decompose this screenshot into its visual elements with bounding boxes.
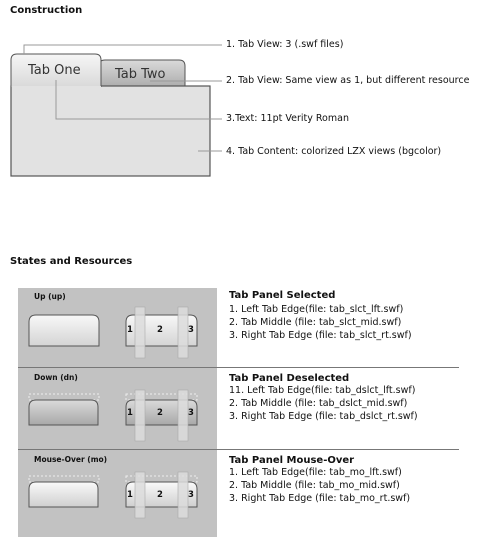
down-segment-bar-left: [134, 389, 146, 442]
leader-line-3: [55, 80, 222, 120]
panel-deselected-item-1: 11. Left Tab Edge(file: tab_dslct_lft.sw…: [229, 385, 416, 396]
panel-deselected-item-2: 2. Tab Middle (file: tab_dslct_mid.swf): [229, 398, 408, 409]
up-segment-bar-left: [134, 306, 146, 359]
segment-number-1: 1: [127, 490, 133, 500]
construction-note-1: 1. Tab View: 3 (.swf files): [226, 39, 344, 50]
tab-content-panel: [10, 85, 211, 177]
tab-construction-diagram: [10, 44, 222, 177]
construction-heading: Construction: [10, 5, 83, 16]
panel-selected-item-2: 2. Tab Middle (file: tab_slct_mid.swf): [229, 317, 402, 328]
segment-number-2: 2: [157, 408, 163, 418]
up-tab-left-shape: [28, 314, 100, 347]
mouseover-tab-left-shape: [28, 481, 99, 508]
leader-line-1: [23, 44, 222, 54]
panel-selected-title: Tab Panel Selected: [229, 290, 336, 301]
panel-mouseover-item-2: 2. Tab Middle (file: tab_mo_mid.swf): [229, 480, 400, 491]
separator-1: [18, 367, 459, 368]
panel-mouseover-title: Tab Panel Mouse-Over: [229, 455, 355, 466]
tab-one-label: Tab One: [28, 63, 81, 78]
segment-number-1: 1: [127, 408, 133, 418]
segment-number-1: 1: [127, 325, 133, 335]
mouseover-segment-bar-right: [177, 471, 189, 519]
tab-one-shape: [10, 53, 102, 87]
states-heading: States and Resources: [10, 256, 133, 267]
state-label-down: Down (dn): [34, 373, 78, 382]
down-tab-left-shape: [28, 399, 99, 426]
panel-mouseover-description: Tab Panel Mouse-Over 1. Left Tab Edge(fi…: [229, 455, 410, 504]
construction-note-2: 2. Tab View: Same view as 1, but differe…: [226, 75, 470, 86]
construction-note-3: 3.Text: 11pt Verity Roman: [226, 113, 349, 124]
separator-2: [18, 449, 459, 450]
segment-number-2: 2: [157, 490, 163, 500]
segment-number-3: 3: [188, 408, 194, 418]
segment-number-2: 2: [157, 325, 163, 335]
panel-selected-item-3: 3. Right Tab Edge (file: tab_slct_rt.swf…: [229, 330, 412, 341]
panel-mouseover-item-1: 1. Left Tab Edge(file: tab_mo_lft.swf): [229, 467, 402, 478]
tab-two-label: Tab Two: [115, 67, 166, 82]
down-segment-bar-right: [177, 389, 189, 442]
panel-mouseover-item-3: 3. Right Tab Edge (file: tab_mo_rt.swf): [229, 493, 411, 504]
state-label-up: Up (up): [34, 292, 66, 301]
mouseover-segment-bar-left: [134, 471, 146, 519]
panel-deselected-item-3: 3. Right Tab Edge (file: tab_dslct_rt.sw…: [229, 411, 418, 422]
state-tab-graphics: [28, 306, 198, 519]
segment-number-3: 3: [188, 490, 194, 500]
panel-selected-description: Tab Panel Selected 1. Left Tab Edge(file…: [229, 290, 412, 341]
panel-deselected-title: Tab Panel Deselected: [229, 373, 350, 384]
panel-selected-item-1: 1. Left Tab Edge(file: tab_slct_lft.swf): [229, 304, 404, 315]
state-label-mouseover: Mouse-Over (mo): [34, 455, 108, 464]
construction-note-4: 4. Tab Content: colorized LZX views (bgc…: [226, 146, 442, 157]
segment-number-3: 3: [188, 325, 194, 335]
up-segment-bar-right: [177, 306, 189, 359]
panel-deselected-description: Tab Panel Deselected 11. Left Tab Edge(f…: [229, 373, 418, 422]
